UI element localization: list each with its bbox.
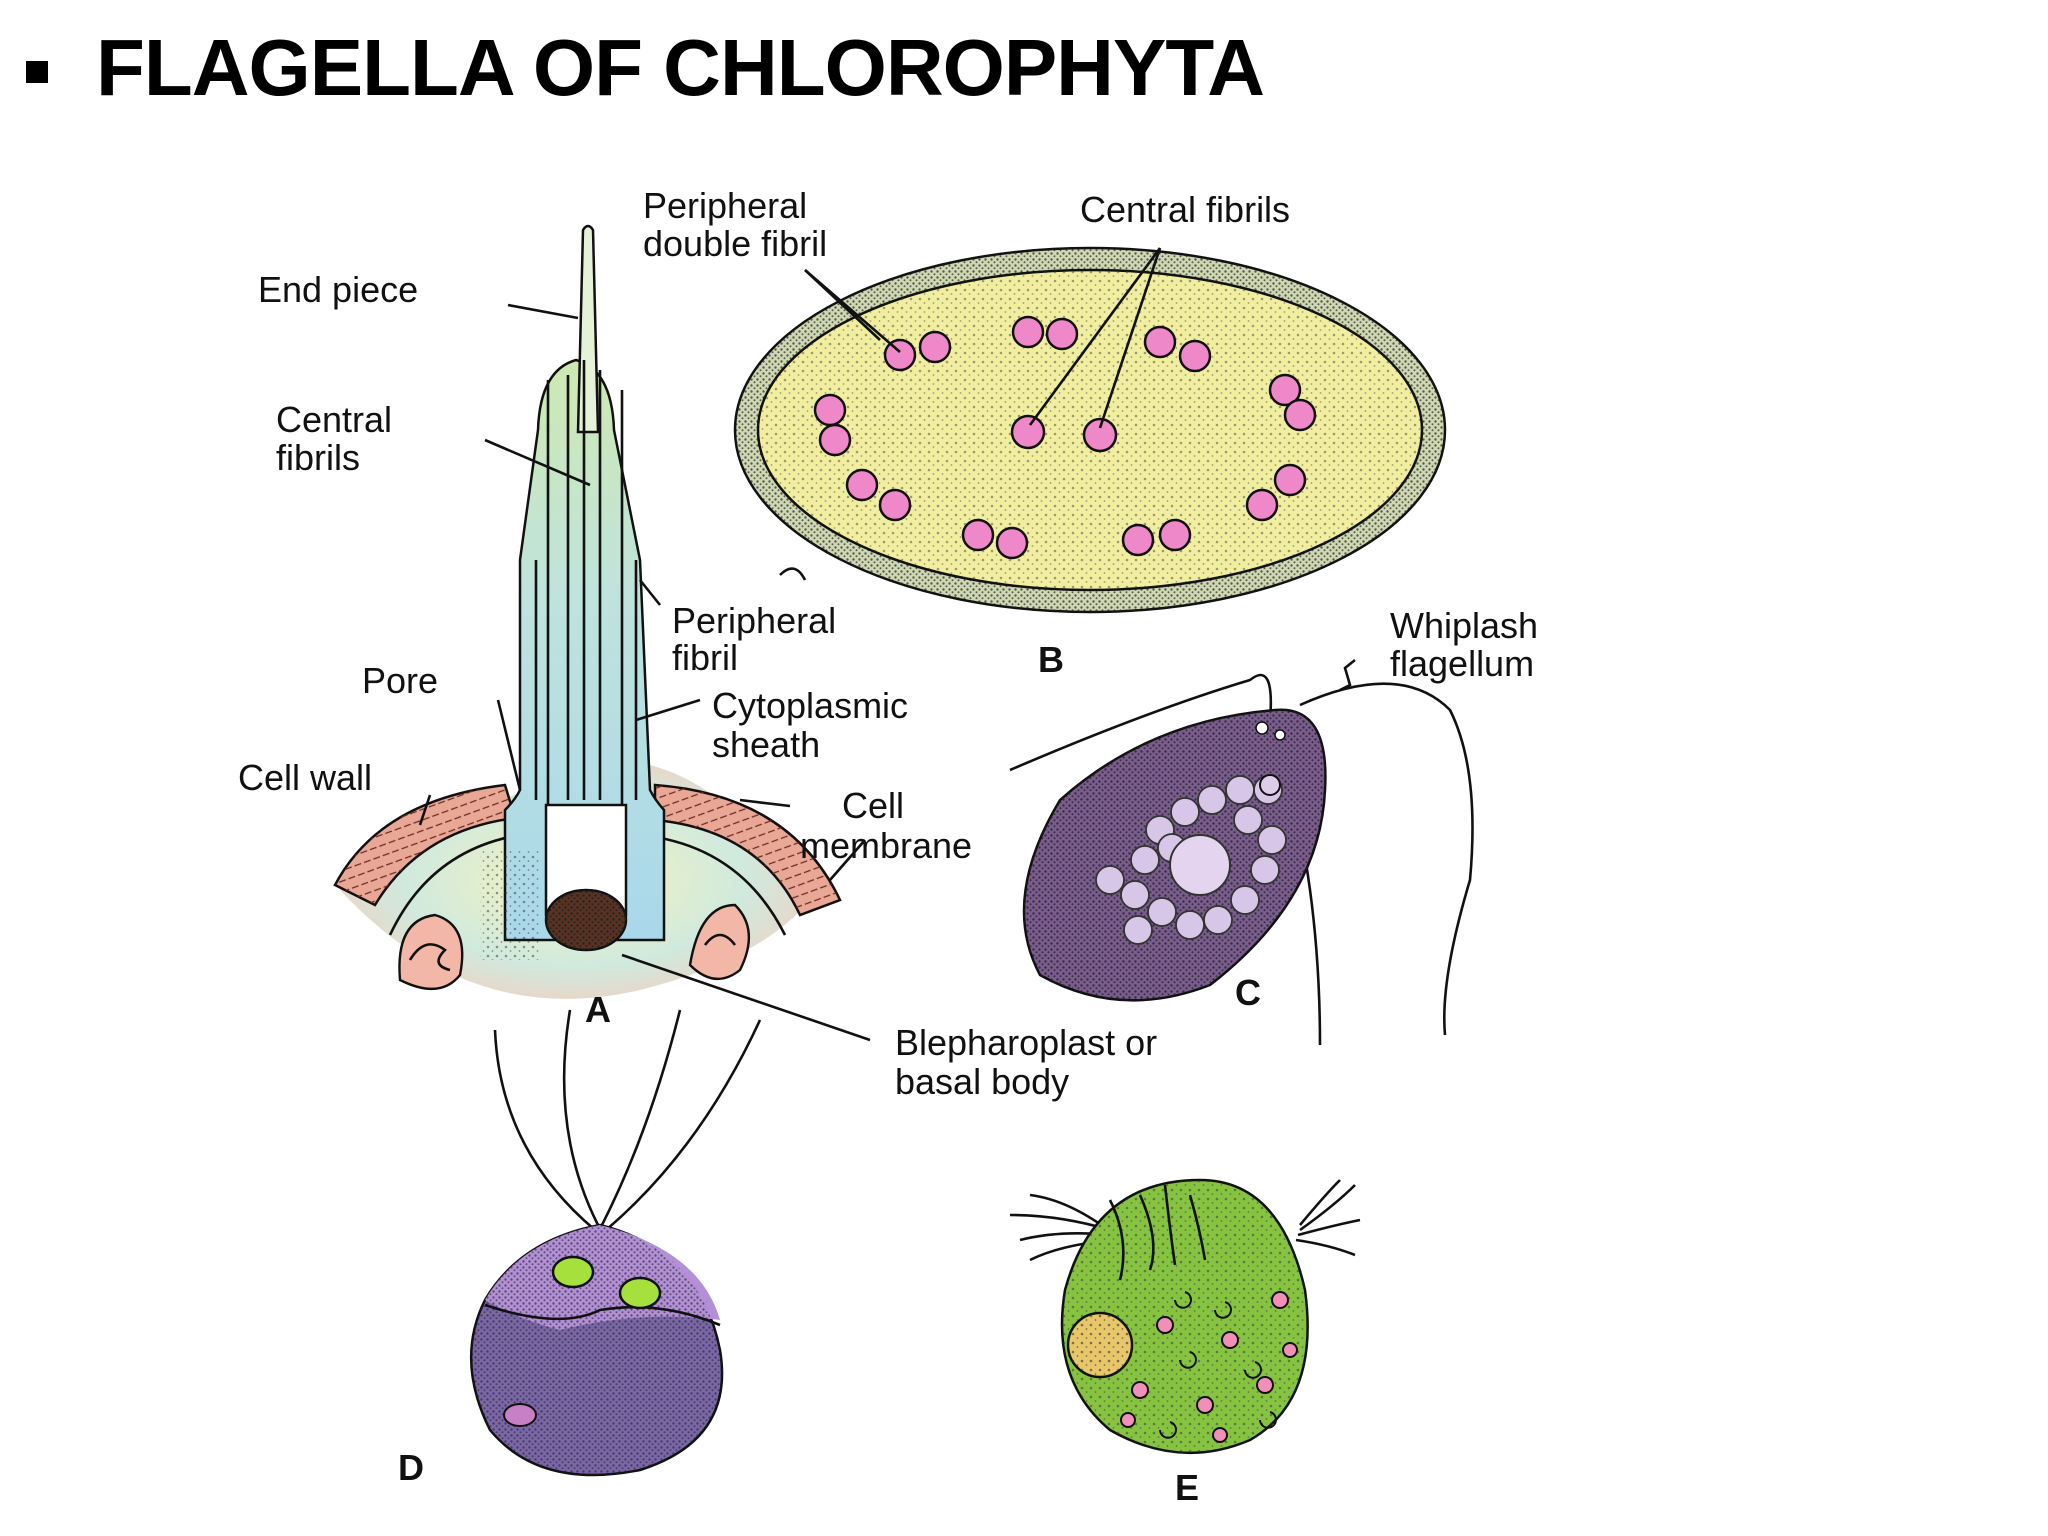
eyespot-c (1259, 774, 1281, 796)
label-peripheral-double-line2: double fibril (643, 223, 827, 264)
label-end-piece: End piece (258, 269, 418, 310)
whiplash-bracket (1339, 658, 1356, 692)
label-cell-wall: Cell wall (238, 757, 372, 798)
panel-e-cell (1009, 1178, 1361, 1455)
eyespot-d (503, 1403, 537, 1427)
peripheral-doublets (813, 315, 1317, 560)
pyrenoid-d-left (551, 1255, 595, 1289)
label-peripheral-double-line1: Peripheral (643, 185, 807, 226)
label-central-fibrils-a-line2: fibrils (276, 437, 360, 478)
flagella-e-right (1295, 1179, 1361, 1257)
label-pore: Pore (362, 660, 438, 701)
mitochondrion-right (688, 903, 751, 980)
chloroplast-network (1095, 775, 1287, 945)
nucleus-c (1169, 834, 1231, 896)
panel-b-cross-section (733, 246, 1447, 614)
label-blepharoplast-line1: Blepharoplast or (895, 1022, 1157, 1063)
vacuoles-e (1120, 1291, 1298, 1443)
panel-c-cell (1009, 658, 1474, 1046)
title-row: FLAGELLA OF CHLOROPHYTA (26, 22, 1265, 114)
square-bullet-icon (26, 61, 48, 83)
label-whiplash-line1: Whiplash (1390, 605, 1538, 646)
contractile-rings-e (1159, 1291, 1277, 1439)
pyrenoid-d-right (618, 1276, 662, 1310)
central-pair (1010, 414, 1118, 453)
flagella-d (493, 1009, 762, 1231)
mitochondrion-left (398, 913, 464, 991)
panel-letter-e: E (1175, 1467, 1199, 1508)
panel-letter-a: A (585, 989, 611, 1030)
label-central-fibrils-a-line1: Central (276, 399, 392, 440)
panel-d-cell (470, 1009, 762, 1477)
diagram-labels: End piece Central fibrils Peripheral dou… (238, 185, 1538, 1508)
label-cell-membrane-line1: Cell (842, 785, 904, 826)
end-piece (576, 224, 600, 434)
label-peripheral-fibril-line1: Peripheral (672, 600, 836, 641)
label-cytoplasmic-line1: Cytoplasmic (712, 685, 908, 726)
label-peripheral-fibril-line2: fibril (672, 637, 738, 678)
panel-a-leaders (418, 303, 871, 1042)
panel-letter-c: C (1235, 972, 1261, 1013)
label-blepharoplast-line2: basal body (895, 1061, 1069, 1102)
label-whiplash-line2: flagellum (1390, 643, 1534, 684)
panel-a-flagellum (333, 224, 842, 999)
label-cytoplasmic-line2: sheath (712, 724, 820, 765)
label-central-fibrils-b: Central fibrils (1080, 189, 1290, 230)
panel-letter-d: D (398, 1447, 424, 1488)
label-cell-membrane-line2: membrane (800, 825, 972, 866)
flagellum-c-left (1009, 673, 1273, 772)
panel-b-leaders (779, 247, 1162, 581)
flagellum-c-right (1299, 682, 1474, 1036)
panel-letter-b: B (1038, 639, 1064, 680)
flagella-e-left (1009, 1193, 1116, 1262)
slide-title: FLAGELLA OF CHLOROPHYTA (96, 23, 1265, 112)
